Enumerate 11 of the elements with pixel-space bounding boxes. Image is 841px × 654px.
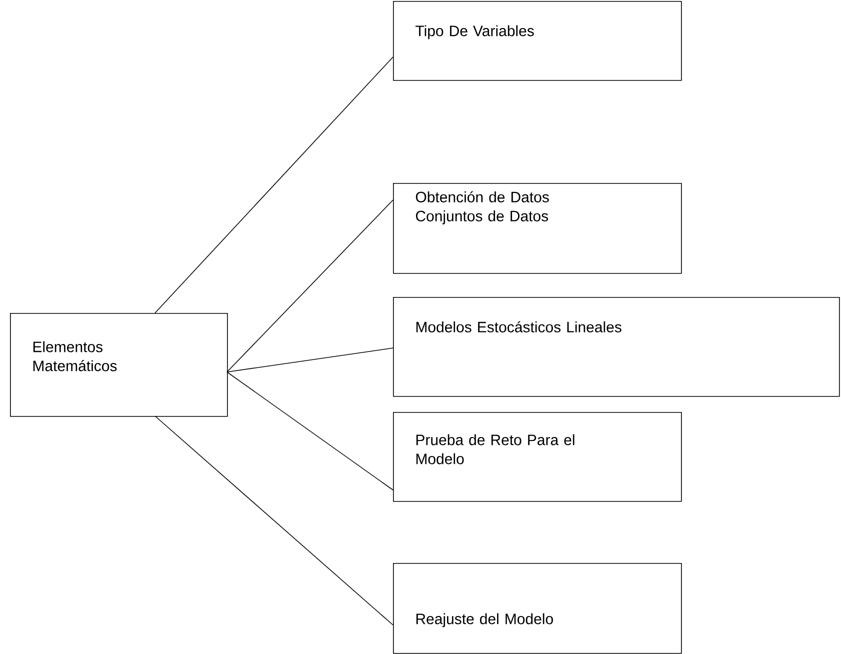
- connector-line: [226, 348, 394, 372]
- text-box: Prueba de Reto Para el Modelo: [393, 412, 682, 502]
- connector-line: [154, 56, 394, 314]
- text-box: Tipo De Variables: [393, 1, 682, 81]
- text-box: Obtención de Datos Conjuntos de Datos: [393, 183, 682, 274]
- text-box: Reajuste del Modelo: [393, 563, 682, 654]
- connector-line: [154, 416, 394, 626]
- connector-line: [226, 200, 394, 372]
- connector-line: [226, 372, 394, 490]
- text-box: Modelos Estocásticos Lineales: [393, 297, 840, 397]
- text-box: Elementos Matemáticos: [10, 313, 228, 417]
